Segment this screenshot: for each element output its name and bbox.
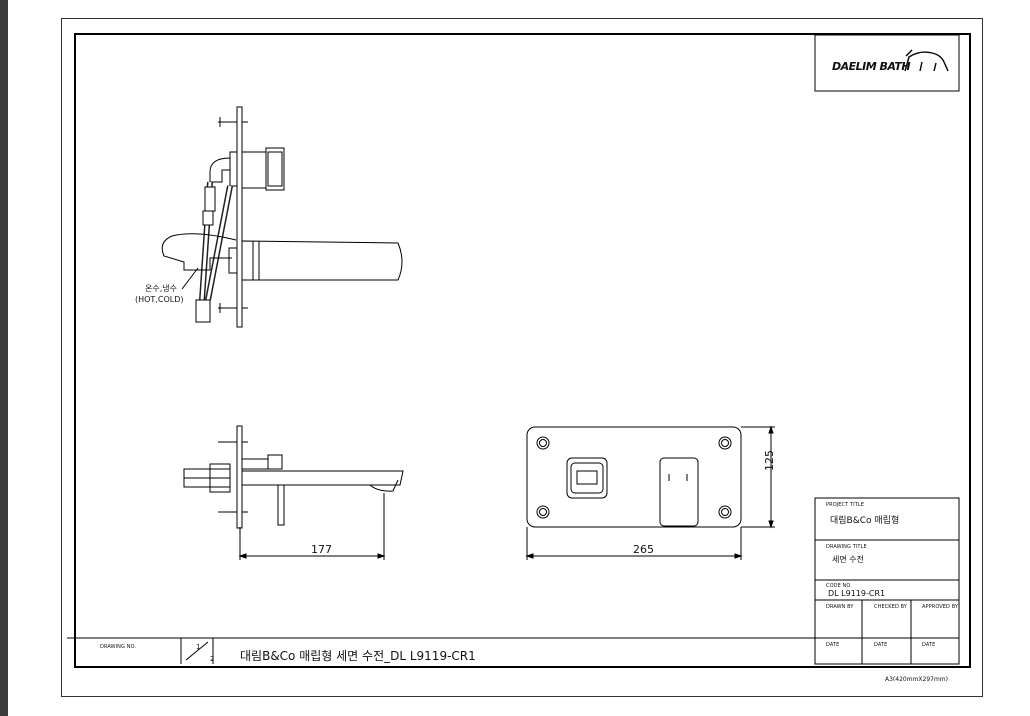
side-view — [161, 106, 403, 328]
annotation-korean: 온수,냉수 — [145, 284, 177, 293]
logo-text: DAELIM BATH — [832, 60, 911, 73]
date-label-checked: DATE — [874, 642, 888, 648]
front-view — [525, 425, 775, 560]
approved-by-label: APPROVED BY — [922, 604, 959, 610]
annotation-english: (HOT,COLD) — [135, 295, 184, 304]
date-label-approved: DATE — [922, 642, 936, 648]
outer-border — [61, 18, 983, 697]
dimension-plate-width: 265 — [633, 543, 654, 556]
drawing-title: 세면 수전 — [832, 555, 864, 564]
technical-drawing — [67, 34, 960, 665]
code-no: DL L9119-CR1 — [828, 589, 886, 598]
project-title: 대림B&Co 매립형 — [830, 516, 900, 526]
date-label-drawn: DATE — [826, 642, 840, 648]
logo-bear-mark — [904, 49, 949, 72]
drawing-frame — [74, 33, 971, 668]
hot-cold-label: 온수,냉수 — [145, 283, 177, 294]
company-logo: DAELIM BATH — [832, 60, 911, 73]
drawing-full-title: 대림B&Co 매립형 세면 수전_DL L9119-CR1 — [240, 649, 476, 663]
drawing-title-label: DRAWING TITLE — [826, 544, 867, 550]
checked-by-label: CHECKED BY — [874, 604, 907, 610]
code-no-label: CODE NO. — [826, 583, 852, 589]
drawing-sheet: DAELIM BATH 온수,냉수 (HOT,COLD) 177 265 125… — [8, 0, 1030, 716]
drawn-by-label: DRAWN BY — [826, 604, 854, 610]
project-title-label: PROJECT TITLE — [826, 502, 865, 508]
drawing-no-label: DRAWING NO. — [100, 644, 137, 650]
title-block-lines — [67, 34, 960, 665]
dimension-length: 177 — [311, 543, 332, 556]
top-view — [183, 425, 404, 560]
hot-cold-label-en: (HOT,COLD) — [135, 295, 183, 304]
dimension-plate-height: 125 — [763, 450, 776, 471]
paper-size: A3(420mmX297mm) — [885, 676, 948, 683]
sheet-total: 2 — [210, 655, 215, 663]
sheet-current: 1 — [196, 643, 201, 651]
